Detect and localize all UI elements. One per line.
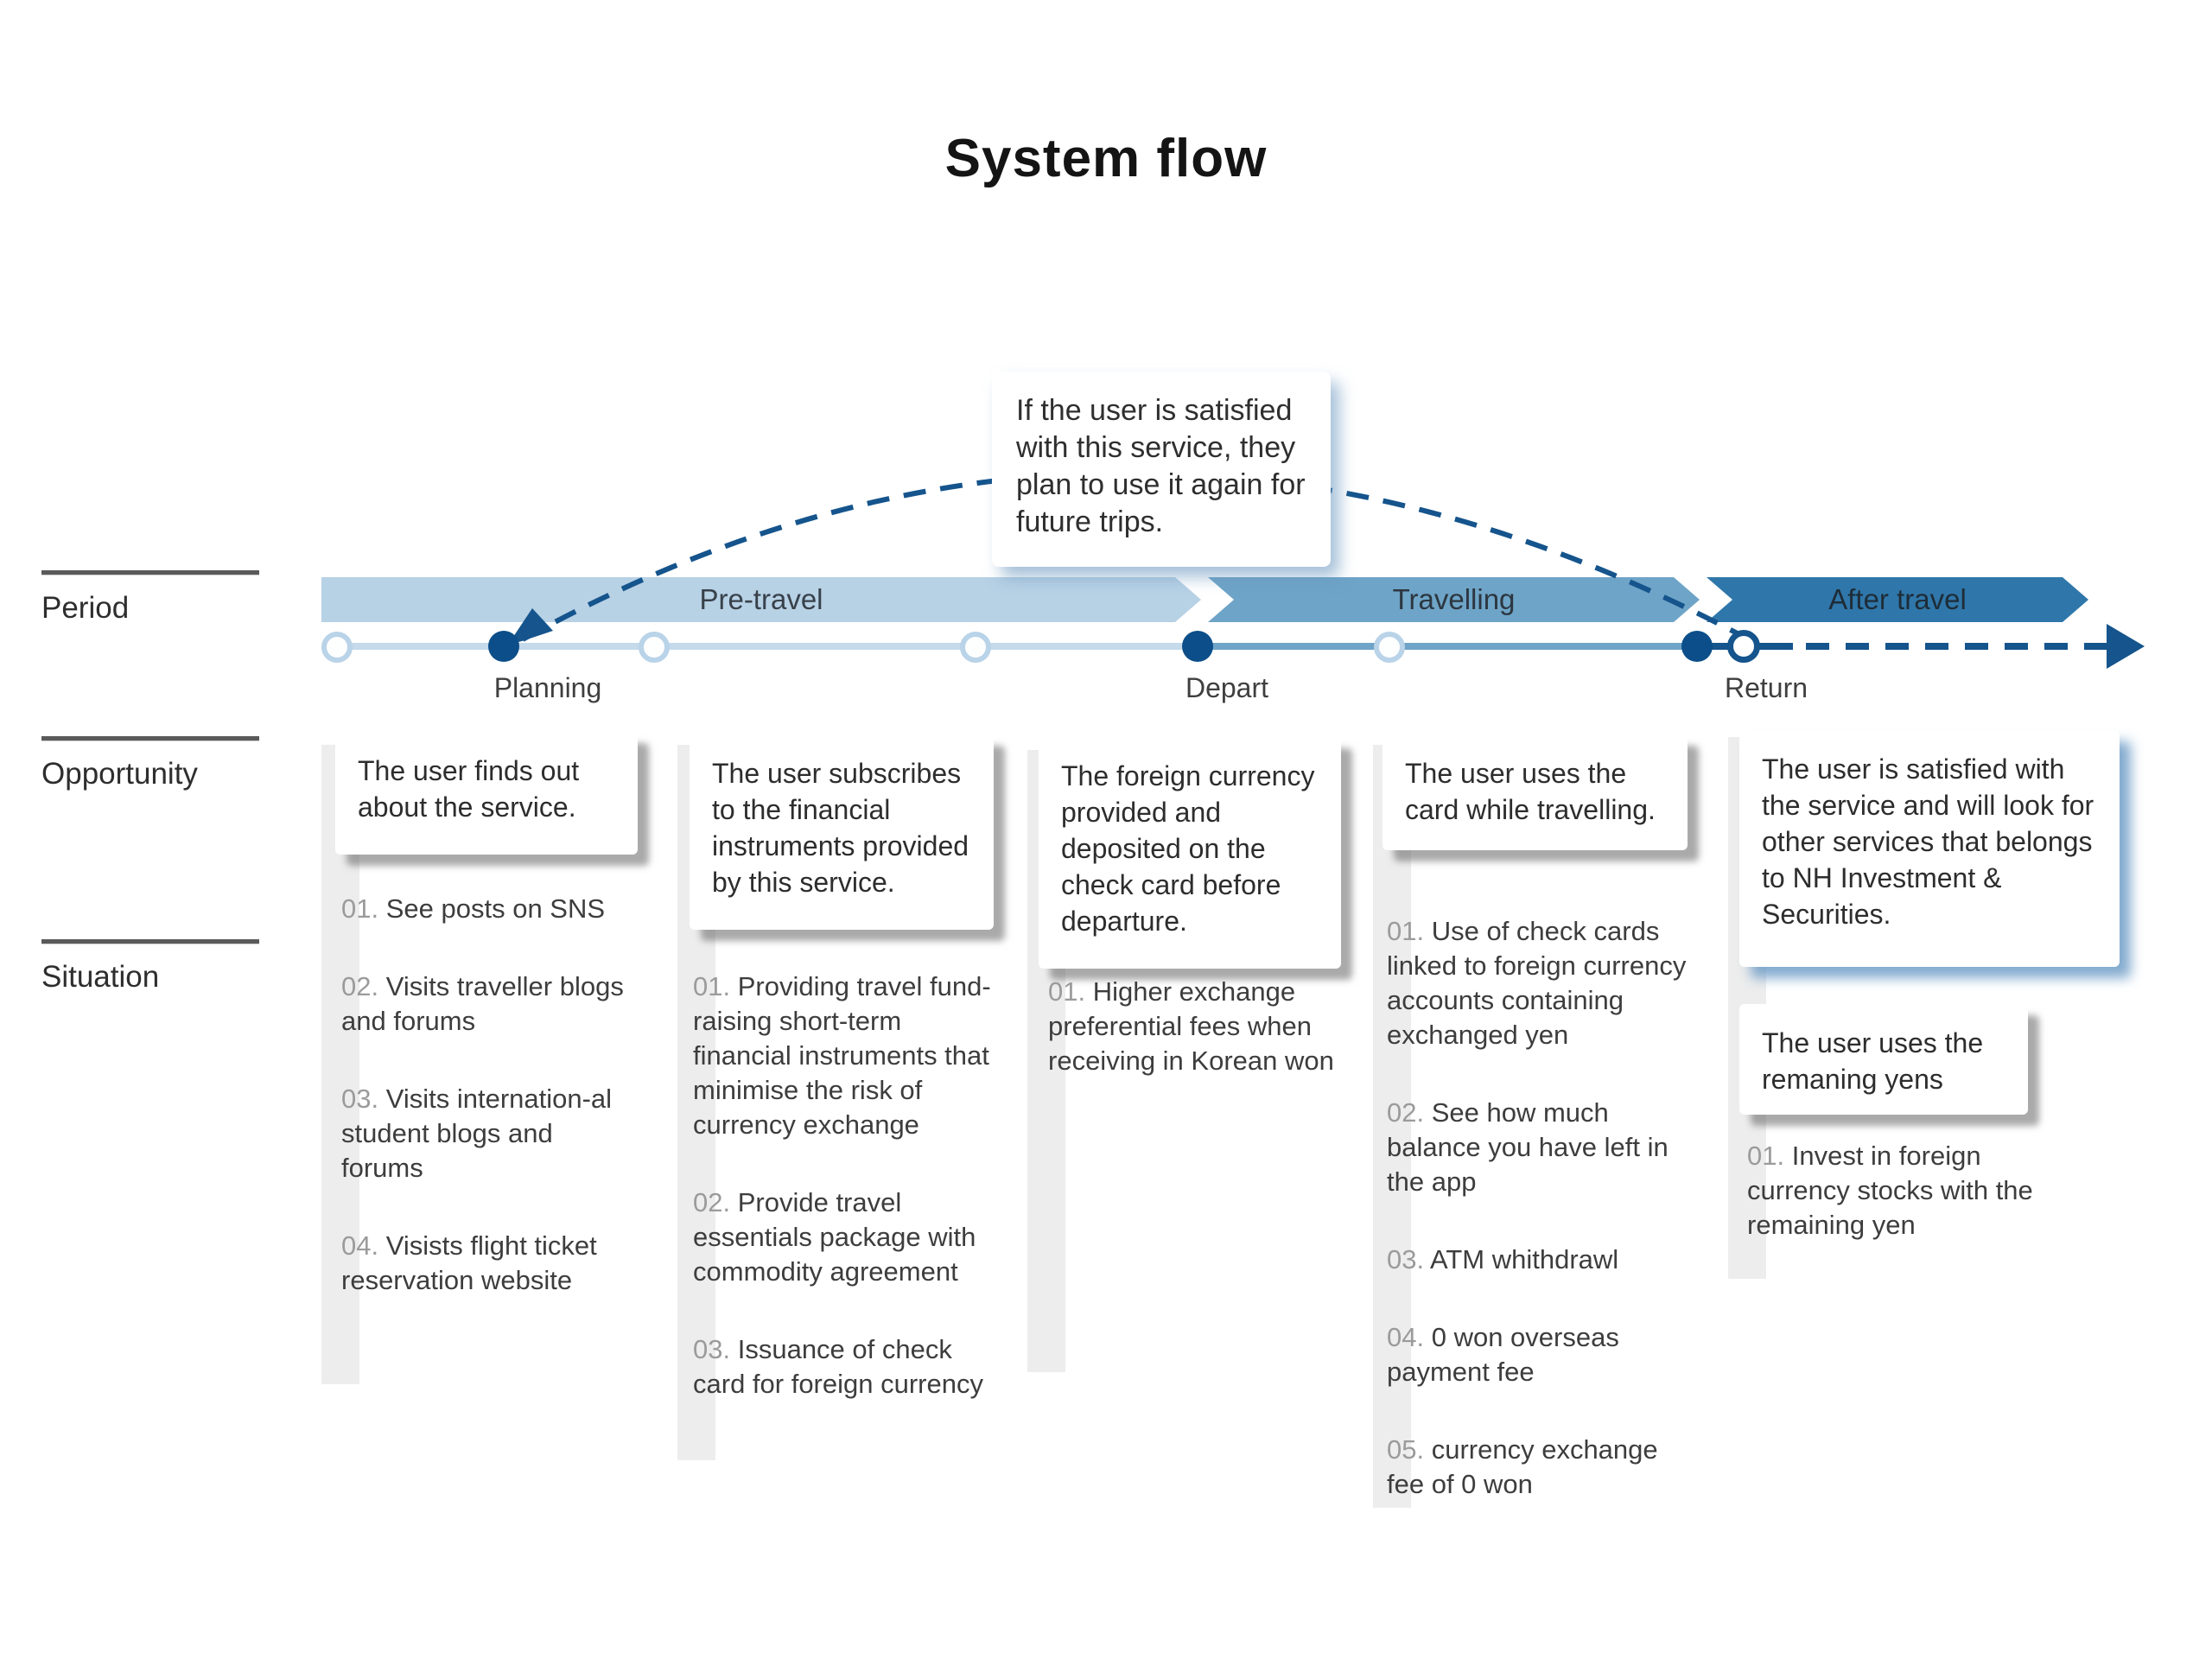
situation-item-text: See how much balance you have left in th… [1387, 1097, 1669, 1197]
situation-item: 03. Visits internation-al student blogs … [341, 1082, 631, 1185]
timeline-dot-open [960, 632, 991, 663]
row-label-situation-text: Situation [41, 960, 160, 994]
situation-item-number: 03. [693, 1334, 738, 1364]
situation-item: 04. 0 won overseas payment fee [1387, 1320, 1694, 1389]
situation-item: 01. Use of check cards linked to foreign… [1387, 914, 1694, 1052]
milestone-planning: Planning [493, 672, 602, 703]
timeline-dot-open [1374, 632, 1405, 663]
situation-item-text: ATM whithdrawl [1430, 1244, 1619, 1274]
loopback-callout: If the user is satisfied with this servi… [992, 372, 1331, 567]
timeline-dot-open [639, 632, 670, 663]
situation-item-number: 02. [341, 971, 386, 1001]
period-band-travelling: Travelling [1208, 577, 1700, 622]
situation-item-number: 01. [341, 893, 386, 924]
situation-item: 01. Invest in foreign currency stocks wi… [1747, 1139, 2084, 1243]
situation-item-number: 04. [341, 1230, 386, 1261]
row-label-situation: Situation [41, 939, 259, 995]
situation-item: 04. Visists flight ticket reservation we… [341, 1229, 631, 1298]
situation-item-number: 05. [1387, 1434, 1432, 1465]
situation-item-text: 0 won overseas payment fee [1387, 1322, 1619, 1387]
situation-item-text: Providing travel fund-raising short-term… [693, 971, 991, 1140]
row-label-period: Period [41, 570, 259, 626]
situation-item-text: Use of check cards linked to foreign cur… [1387, 916, 1687, 1050]
period-band-pre-travel-label: Pre-travel [699, 583, 823, 615]
timeline-dot-return [1727, 630, 1760, 663]
situation-item-text: Invest in foreign currency stocks with t… [1747, 1141, 2033, 1240]
timeline-arrowhead-icon [2107, 624, 2145, 669]
divider [41, 736, 259, 741]
row-label-period-text: Period [41, 591, 130, 625]
situation-item: 05. currency exchange fee of 0 won [1387, 1433, 1694, 1502]
column-shadow-strip [1373, 745, 1411, 1508]
situation-item-text: Visits internation-al student blogs and … [341, 1084, 613, 1183]
timeline-dot-depart [1182, 631, 1213, 662]
situation-item: 02. Provide travel essentials package wi… [693, 1185, 991, 1289]
situation-item-number: 01. [1048, 976, 1093, 1007]
situation-item-number: 02. [1387, 1097, 1432, 1128]
situation-item-text: Issuance of check card for foreign curre… [693, 1334, 983, 1399]
period-band-after-travel: After travel [1707, 577, 2088, 622]
situation-list-1: 01. See posts on SNS 02. Visits traveller… [341, 892, 631, 1341]
period-band-pre-travel: Pre-travel [321, 577, 1201, 622]
milestone-depart: Depart [1185, 672, 1269, 703]
situation-item-number: 01. [1387, 916, 1432, 946]
situation-list-5: 01. Invest in foreign currency stocks wi… [1747, 1139, 2084, 1286]
situation-item-number: 01. [1747, 1141, 1792, 1171]
situation-item-text: Provide travel essentials package with c… [693, 1187, 976, 1287]
situation-item-text: Visists flight ticket reservation websit… [341, 1230, 597, 1295]
situation-item-text: Visits traveller blogs and forums [341, 971, 624, 1036]
divider [41, 939, 259, 944]
situation-item-number: 04. [1387, 1322, 1432, 1352]
row-label-opportunity: Opportunity [41, 736, 259, 791]
situation-item: 03. ATM whithdrawl [1387, 1243, 1694, 1277]
timeline-dot-open [321, 632, 353, 663]
situation-list-3: 01. Higher exchange preferential fees wh… [1048, 975, 1352, 1122]
milestone-return: Return [1724, 672, 1808, 703]
situation-item: 03. Issuance of check card for foreign c… [693, 1332, 991, 1402]
situation-list-2: 01. Providing travel fund-raising short-… [693, 969, 991, 1445]
situation-item: 01. Providing travel fund-raising short-… [693, 969, 991, 1142]
situation-item: 02. See how much balance you have left i… [1387, 1096, 1694, 1199]
opportunity-box-2: The user subscribes to the financial ins… [690, 734, 994, 930]
situation-item-text: Higher exchange preferential fees when r… [1048, 976, 1334, 1076]
row-label-opportunity-text: Opportunity [41, 757, 198, 791]
timeline-dot-planning [488, 631, 519, 662]
opportunity-box-5: The user is satisfied with the service a… [1739, 730, 2120, 967]
page-title: System flow [944, 129, 1268, 188]
opportunity-box-3: The foreign currency provided and deposi… [1039, 737, 1341, 969]
situation-list-4: 01. Use of check cards linked to foreign… [1387, 914, 1694, 1545]
timeline-dot-return-filled [1681, 631, 1713, 662]
situation-item-number: 02. [693, 1187, 738, 1217]
situation-item-number: 03. [341, 1084, 386, 1114]
situation-item: 01. Higher exchange preferential fees wh… [1048, 975, 1352, 1078]
divider [41, 570, 259, 575]
situation-item: 02. Visits traveller blogs and forums [341, 969, 631, 1039]
opportunity-box-4: The user uses the card while travelling. [1382, 734, 1688, 850]
situation-item-number: 03. [1387, 1244, 1430, 1274]
situation-item-text: See posts on SNS [385, 893, 606, 924]
opportunity-box-1: The user finds out about the service. [335, 732, 638, 855]
situation-item: 01. See posts on SNS [341, 892, 631, 926]
period-band-after-travel-label: After travel [1828, 583, 1967, 615]
situation-item-number: 01. [693, 971, 738, 1001]
situation-item-text: currency exchange fee of 0 won [1387, 1434, 1658, 1499]
period-band-travelling-label: Travelling [1392, 583, 1516, 615]
opportunity-box-5b: The user uses the remaning yens [1739, 1004, 2028, 1115]
